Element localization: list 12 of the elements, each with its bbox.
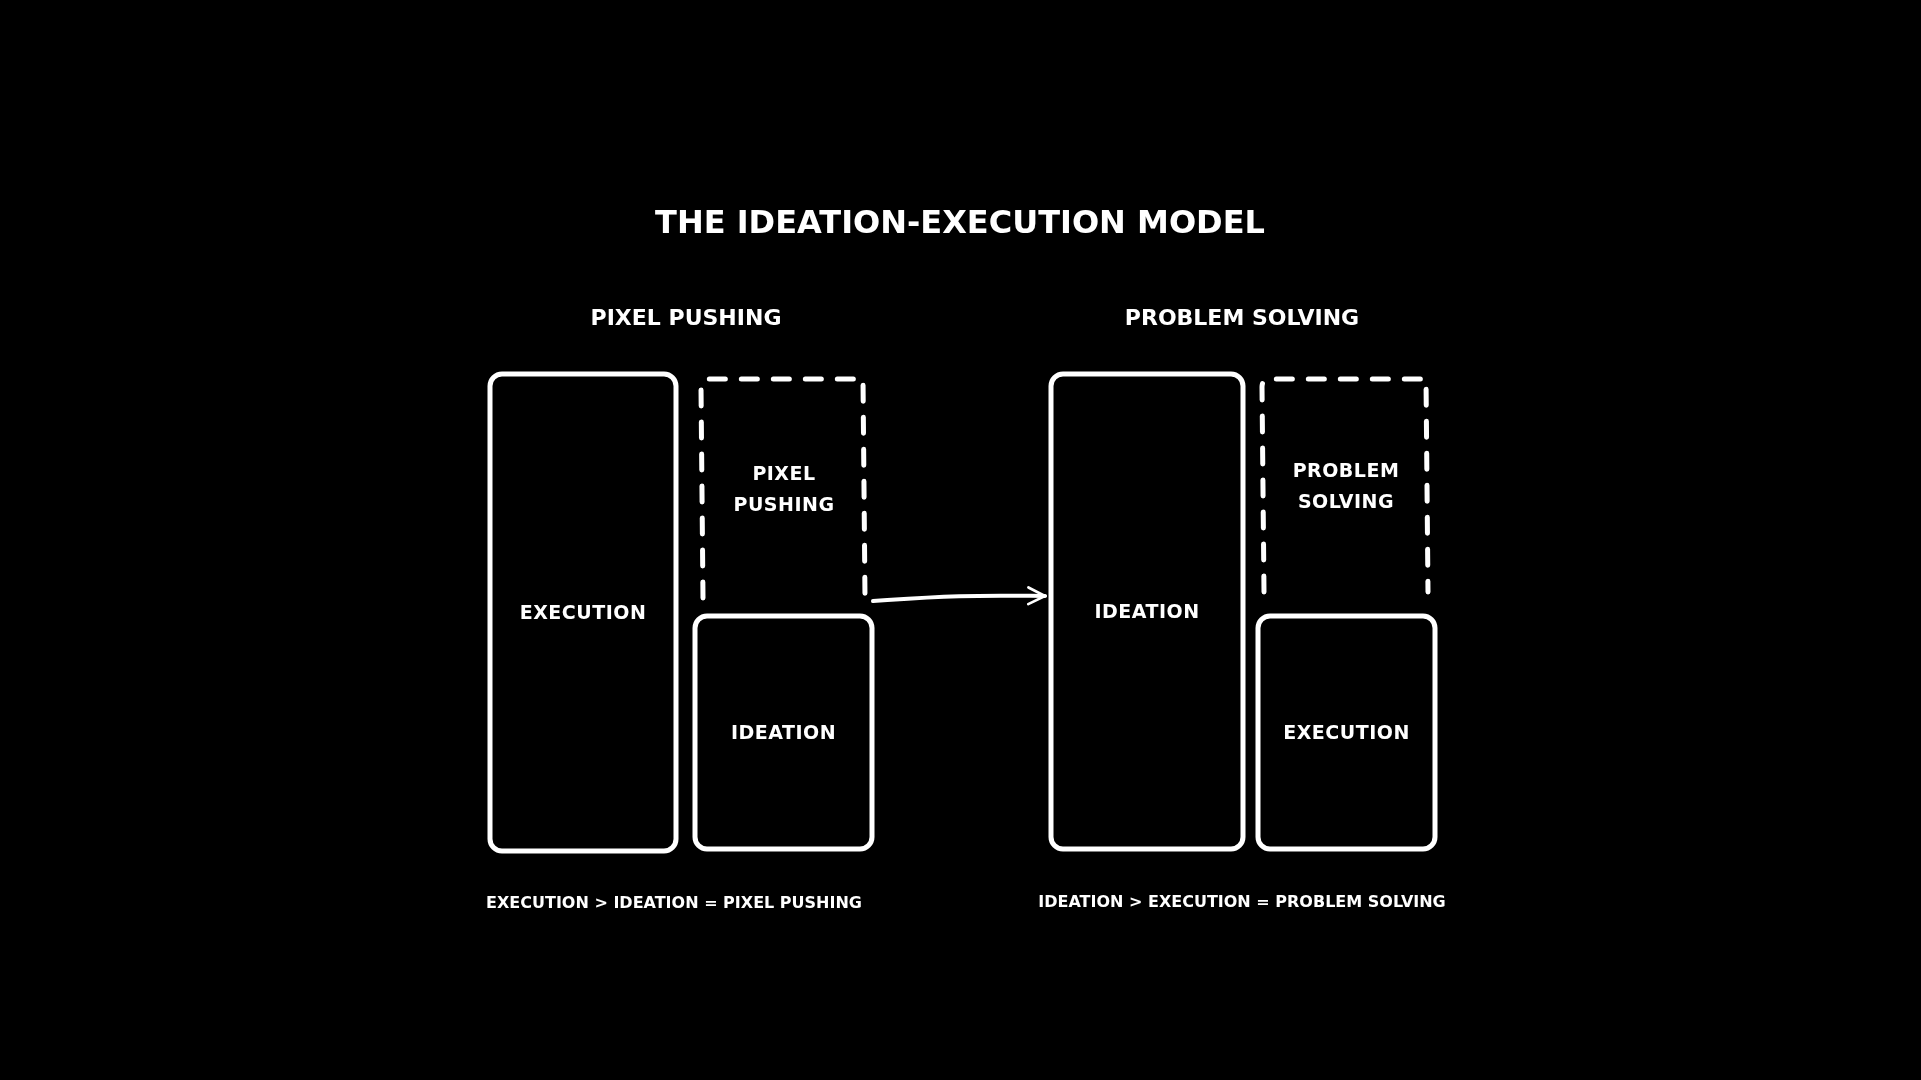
block-box: EXECUTION (1258, 616, 1435, 849)
title: THE IDEATION-EXECUTION MODEL (655, 203, 1265, 241)
formula-caption: EXECUTION > IDEATION = PIXEL PUSHING (486, 893, 862, 912)
dashed-open-box: PIXEL PUSHING (701, 377, 867, 600)
arrow (871, 586, 1047, 606)
panel-heading: PROBLEM SOLVING (1124, 305, 1360, 330)
panel-heading: PIXEL PUSHING (590, 305, 782, 330)
block-box: EXECUTION (490, 374, 676, 851)
block-box: IDEATION (695, 616, 872, 849)
formula-caption: IDEATION > EXECUTION = PROBLEM SOLVING (1038, 892, 1446, 911)
dashed-open-box: PROBLEM SOLVING (1262, 377, 1430, 594)
block-box: IDEATION (1051, 374, 1243, 849)
